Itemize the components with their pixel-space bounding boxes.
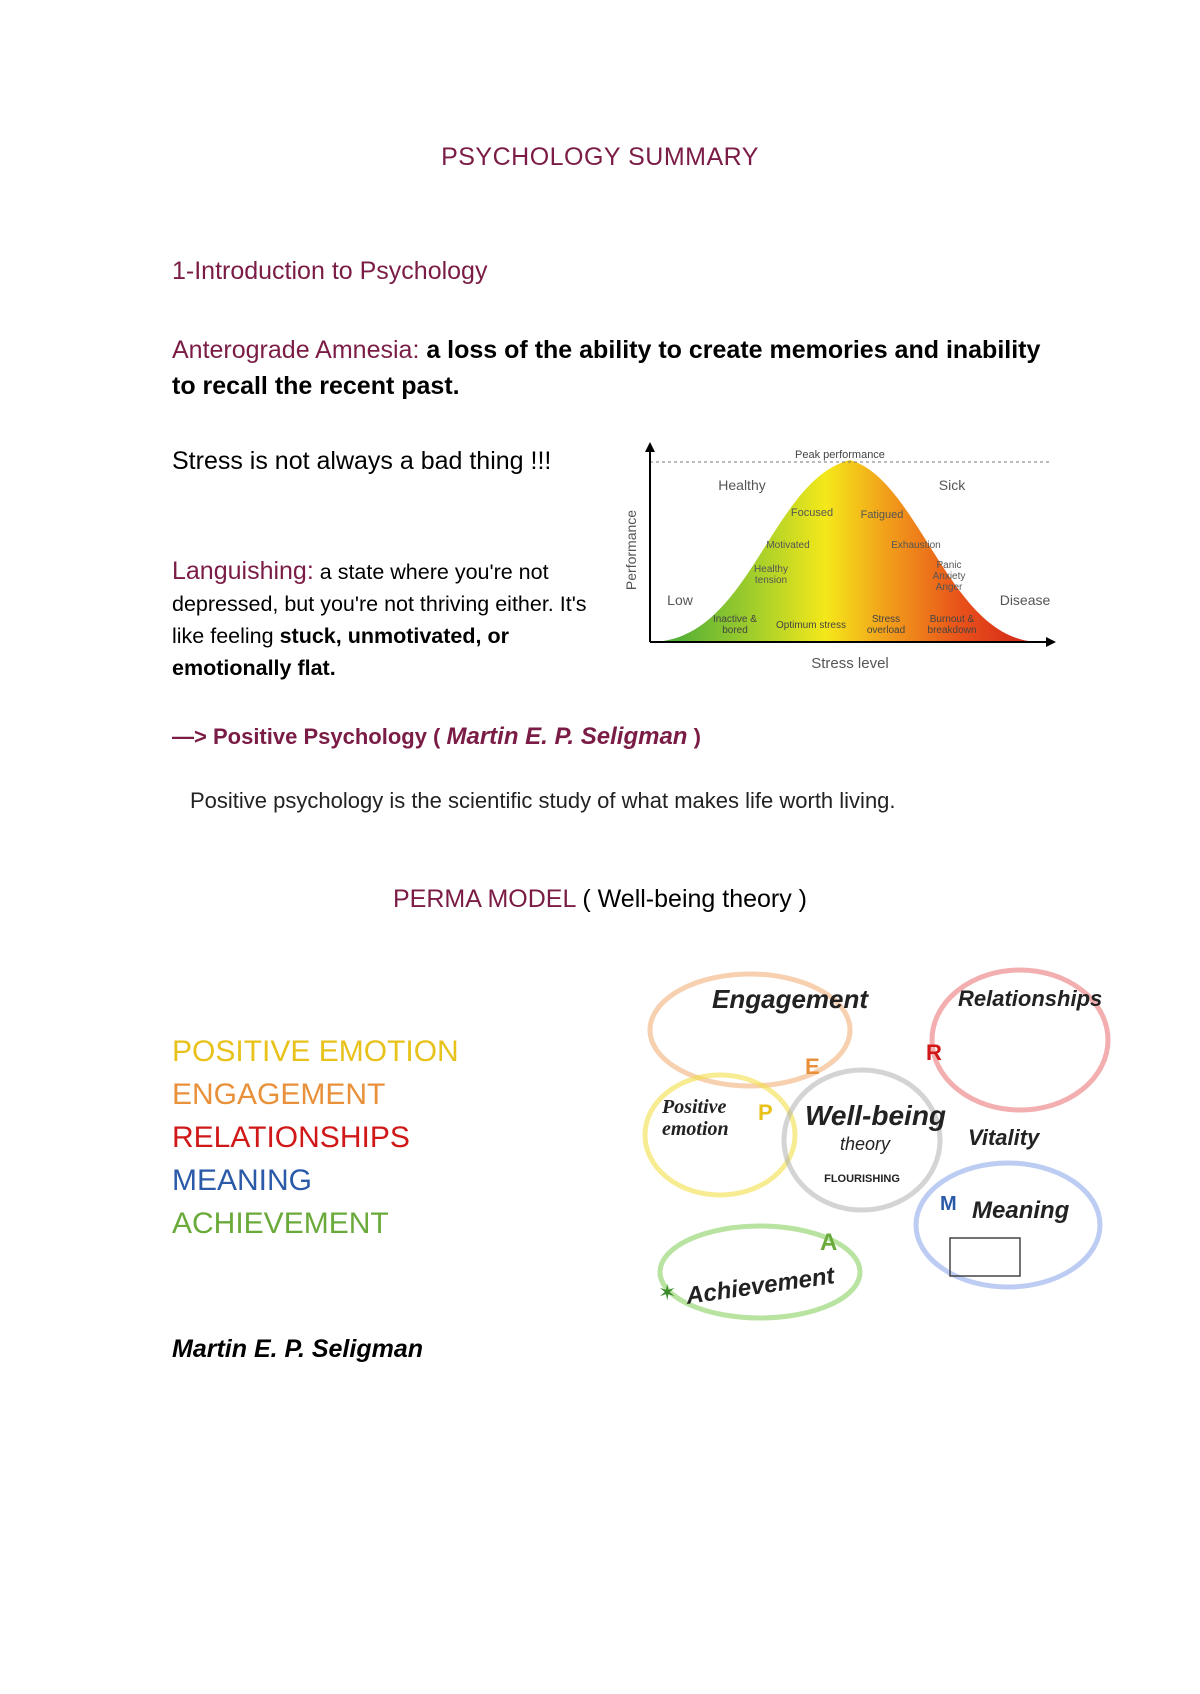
zone-motivated: Motivated — [766, 540, 809, 551]
term-languishing: Languishing: — [172, 557, 314, 585]
x-axis-arrow — [1046, 637, 1056, 647]
zone-fatigued: Fatigued — [861, 509, 904, 521]
fig-letter-e: E — [805, 1054, 820, 1079]
author-name: Martin E. P. Seligman — [172, 1335, 424, 1363]
languishing-bold-text: stuck, unmotivated, or emotionally flat. — [172, 624, 509, 680]
perma-subtitle: ( Well-being theory ) — [575, 885, 808, 913]
fig-engagement: Engagement — [712, 984, 869, 1014]
section-heading-introduction: 1-Introduction to Psychology — [172, 257, 488, 285]
star-icon: ✶ — [658, 1280, 676, 1305]
definition-languishing: Languishing: a state where you're not de… — [172, 555, 612, 684]
arrow: —> — [172, 724, 213, 749]
zone-sick: Sick — [939, 477, 966, 493]
label-performance: Performance — [623, 510, 639, 590]
performance-curve — [650, 460, 1040, 642]
fig-theory: theory — [840, 1134, 891, 1154]
fig-achievement: Achievement — [683, 1262, 837, 1310]
stress-performance-figure: Peak performance Performance Stress leve… — [623, 442, 1056, 672]
zone-optimum-stress: Optimum stress — [775, 620, 846, 631]
fig-relationships: Relationships — [958, 986, 1102, 1011]
relationships-ring — [929, 967, 1111, 1113]
meaning-ring — [913, 1160, 1103, 1290]
zone-panic-anxiety-anger: Panic Anxiety Anger — [932, 560, 966, 593]
term-colon: : — [412, 336, 420, 364]
meaning-sketch-box — [949, 1237, 1021, 1277]
positive-psychology-author: Martin E. P. Seligman — [446, 723, 688, 750]
fig-positive-emotion: Positive emotion — [662, 1096, 729, 1140]
zone-burnout-breakdown: Burnout & breakdown — [927, 614, 977, 636]
achievement-ring — [657, 1223, 863, 1321]
stress-note: Stress is not always a bad thing !!! — [172, 443, 612, 479]
positive-psychology-heading: —> Positive Psychology ( Martin E. P. Se… — [172, 723, 701, 751]
zone-exhaustion: Exhaustion — [891, 540, 940, 551]
fig-letter-m: M — [940, 1193, 957, 1215]
zone-stress-overload: Stress overload — [866, 614, 906, 636]
zone-healthy-tension: Healthy tension — [754, 564, 788, 586]
zone-low: Low — [667, 592, 694, 608]
languishing-text: a state where you're not depressed, but … — [172, 560, 587, 648]
fig-vitality: Vitality — [968, 1125, 1041, 1150]
fig-wellbeing: Well-being — [805, 1100, 946, 1131]
fig-flourishing: FLOURISHING — [824, 1173, 900, 1185]
perma-item-relationships: RELATIONSHIPS — [172, 1121, 410, 1154]
zone-disease: Disease — [1000, 592, 1051, 608]
zone-focused: Focused — [791, 507, 833, 519]
positive-emotion-ring — [642, 1072, 798, 1198]
positive-psychology-label: Positive Psychology ( — [212, 724, 447, 749]
perma-item-achievement: ACHIEVEMENT — [172, 1207, 389, 1240]
perma-item-engagement: ENGAGEMENT — [172, 1078, 386, 1111]
definition-anterograde-amnesia: Anterograde Amnesia: a loss of the abili… — [172, 332, 1052, 404]
perma-illustration: Engagement Relationships E R Positive em… — [642, 967, 1111, 1321]
perma-list: POSITIVE EMOTION ENGAGEMENT RELATIONSHIP… — [172, 1030, 459, 1245]
positive-psychology-definition: Positive psychology is the scientific st… — [190, 788, 896, 813]
zone-inactive-bored: Inactive & bored — [713, 614, 757, 636]
perma-heading: PERMA MODEL ( Well-being theory ) — [0, 885, 1200, 914]
y-axis-arrow — [645, 442, 655, 452]
definition-text: a loss of the ability to create memories… — [172, 336, 1041, 400]
label-stress-level: Stress level — [811, 655, 889, 672]
perma-item-meaning: MEANING — [172, 1164, 313, 1197]
fig-meaning: Meaning — [972, 1197, 1070, 1224]
paren-close: ) — [687, 724, 701, 749]
wellbeing-ring — [781, 1067, 943, 1213]
stress-note-text: Stress is not always a bad thing !!! — [172, 447, 552, 475]
engagement-ring — [647, 971, 853, 1089]
fig-letter-r: R — [926, 1040, 942, 1065]
fig-letter-p: P — [758, 1100, 773, 1125]
page-title: PSYCHOLOGY SUMMARY — [441, 143, 759, 171]
fig-letter-a: A — [820, 1229, 837, 1256]
label-peak: Peak performance — [795, 449, 885, 461]
perma-item-positive-emotion: POSITIVE EMOTION — [172, 1035, 459, 1068]
perma-title: PERMA MODEL — [392, 885, 576, 913]
zone-healthy: Healthy — [718, 477, 765, 493]
term-anterograde-amnesia: Anterograde Amnesia — [172, 336, 413, 364]
